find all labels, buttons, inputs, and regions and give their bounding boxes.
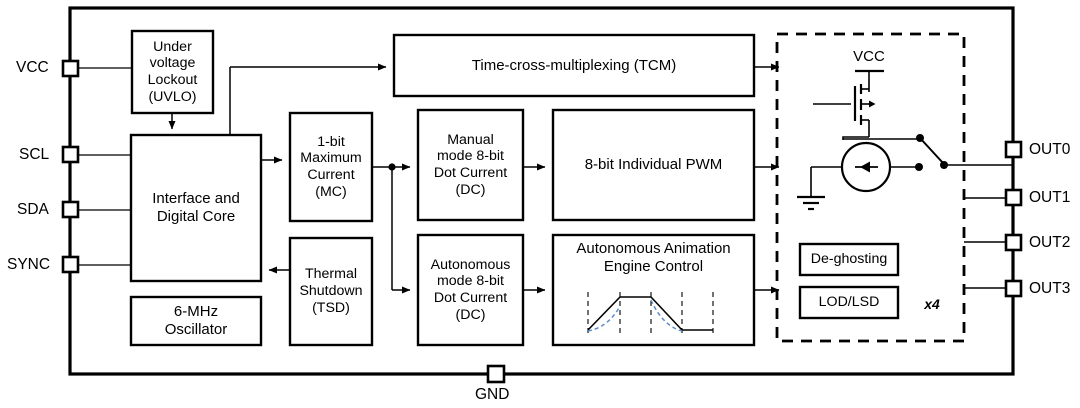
left-pin-wires (77, 67, 132, 266)
block-auto-dc (416, 233, 525, 347)
pin-squares-left (61, 59, 80, 274)
block-interface (129, 133, 263, 283)
pin-label-out0: OUT0 (1029, 141, 1071, 158)
pin-label-gnd: GND (475, 386, 510, 403)
pin-label-out1: OUT1 (1029, 189, 1071, 206)
pin-label-out2: OUT2 (1029, 234, 1071, 251)
block-oscillator (129, 295, 263, 347)
pin-label-sda: SDA (17, 201, 49, 218)
block-max-current (288, 111, 374, 223)
block-deghosting (798, 242, 900, 277)
block-lod-lsd (798, 285, 900, 320)
pin-square-vcc (61, 59, 80, 78)
pmos-transistor (813, 84, 876, 137)
pin-square-sync (61, 255, 80, 274)
pin-square-sda (61, 200, 80, 219)
animation-waveform-icon (587, 292, 714, 336)
pin-square-out1 (1004, 188, 1023, 207)
pin-label-sync: SYNC (7, 256, 51, 273)
pin-square-scl (61, 145, 80, 164)
pin-squares-right (1004, 140, 1023, 298)
pin-label-out3: OUT3 (1029, 280, 1071, 297)
block-pwm (551, 108, 756, 222)
internal-wires (168, 63, 780, 294)
pin-square-out0 (1004, 140, 1023, 159)
block-anim-engine (551, 233, 756, 347)
ground-symbol (797, 195, 825, 211)
block-uvlo (130, 29, 215, 115)
pin-square-out3 (1004, 279, 1023, 298)
block-rects (129, 29, 756, 347)
pin-square-out2 (1004, 233, 1023, 252)
current-source (810, 141, 923, 196)
spdt-switch (916, 134, 1013, 169)
block-manual-dc (416, 108, 525, 222)
pin-label-scl: SCL (19, 146, 50, 163)
block-tcm (392, 33, 756, 98)
gnd-pin (486, 364, 506, 384)
output-stage-schematic (797, 69, 1013, 320)
right-pin-wires (964, 197, 1006, 289)
block-thermal (288, 236, 374, 347)
pin-label-vcc: VCC (16, 59, 49, 76)
